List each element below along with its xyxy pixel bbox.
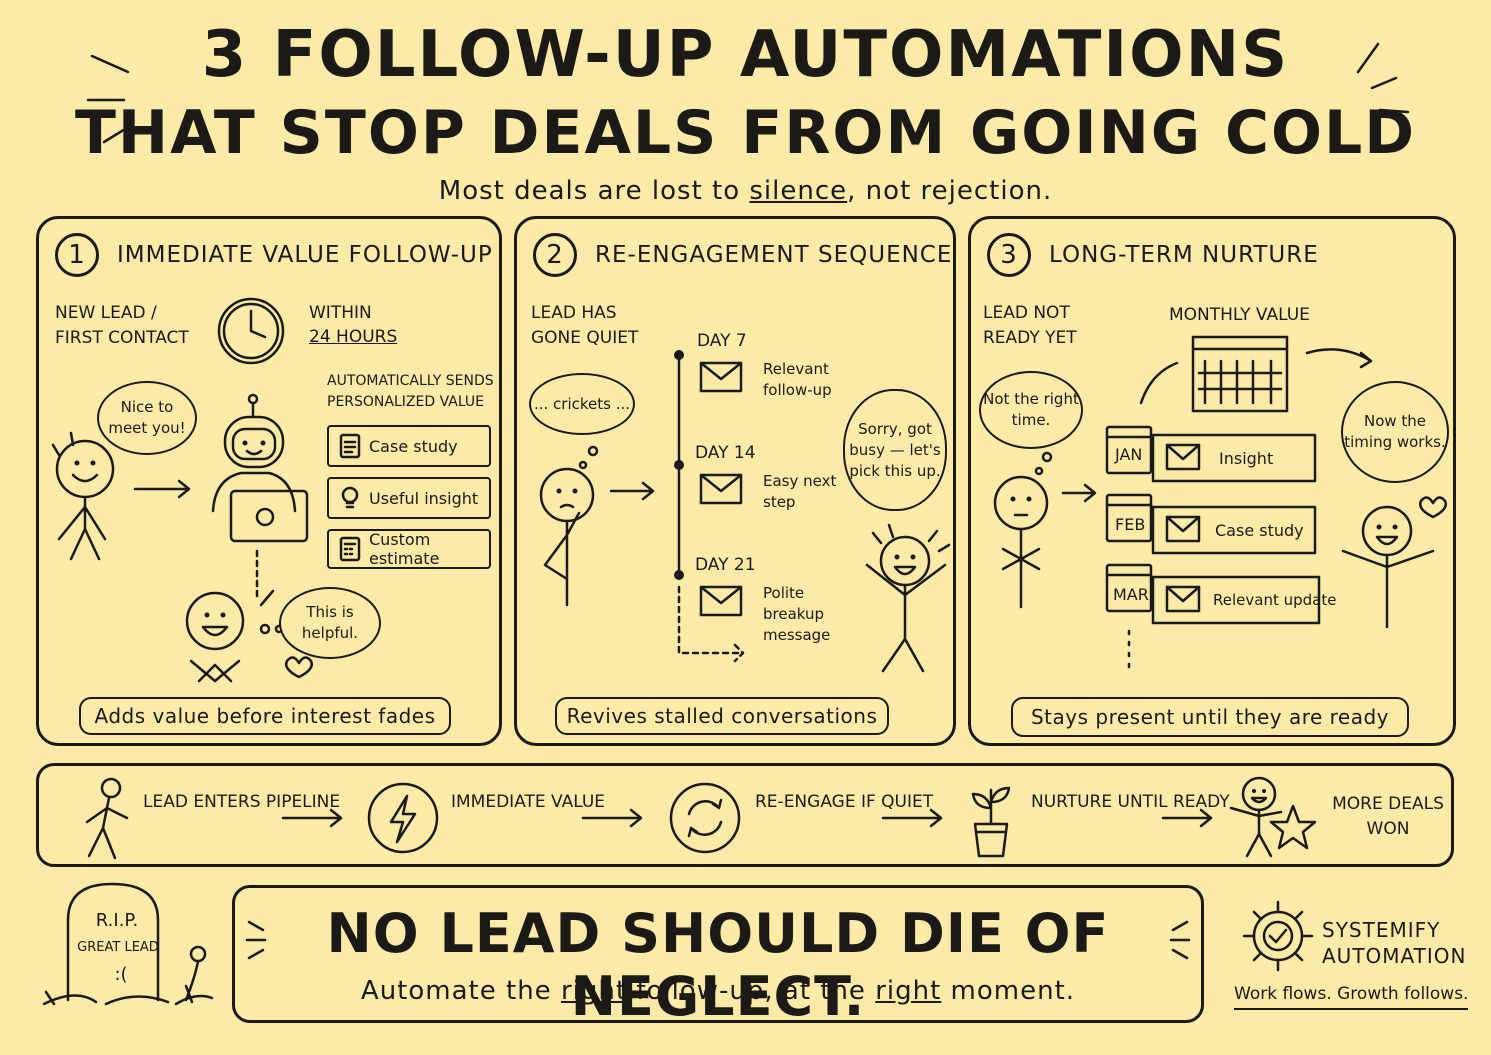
document-icon <box>339 433 361 459</box>
envelope-icon <box>699 473 743 505</box>
banner-headline: NO LEAD SHOULD DIE OF NEGLECT. <box>326 902 1110 1028</box>
thinking-person-icon <box>993 451 1097 609</box>
panel-title: 1 IMMEDIATE VALUE FOLLOW-UP <box>55 233 493 277</box>
panel-title: 3 LONG-TERM NURTURE <box>987 233 1319 277</box>
step-number: 2 <box>533 233 577 277</box>
thought-bubble: ... crickets ... <box>529 373 635 435</box>
day-21-text: Polite breakup message <box>763 584 831 644</box>
tombstone-line-3: :( <box>114 964 128 985</box>
walking-person-icon <box>85 777 129 860</box>
arrow-icon <box>881 808 943 828</box>
lightbulb-icon <box>341 486 359 509</box>
calculator-icon <box>339 536 361 562</box>
subtitle: Most deals are lost to silence, not reje… <box>438 176 1053 206</box>
lead-label: LEAD HAS GONE QUIET <box>531 303 639 348</box>
gear-check-icon <box>1242 900 1314 972</box>
flow-step-2: IMMEDIATE VALUE <box>451 792 606 812</box>
pipeline-flow: LEAD ENTERS PIPELINE IMMEDIATE VALUE RE-… <box>36 763 1454 867</box>
thought-bubble: Not the right time. <box>979 371 1083 449</box>
day-21-label: DAY 21 <box>695 555 756 575</box>
banner: NO LEAD SHOULD DIE OF NEGLECT. Automate … <box>232 885 1204 1028</box>
month-feb-text: Case study <box>1215 521 1304 540</box>
tombstone-icon <box>42 882 214 1006</box>
cheering-person-icon <box>865 523 951 673</box>
timeline <box>674 350 745 663</box>
brand-tagline: Work flows. Growth follows. <box>1234 984 1469 1010</box>
title-line-2: THAT STOP DEALS FROM GOING COLD <box>74 98 1417 168</box>
sends-label: AUTOMATICALLY SENDS PERSONALIZED VALUE <box>327 373 494 410</box>
flow-step-1: LEAD ENTERS PIPELINE <box>143 792 341 812</box>
arrow-icon <box>281 808 343 828</box>
emphasis-marks <box>1169 920 1191 960</box>
month-mar-text: Relevant update <box>1213 591 1337 609</box>
stick-person-icon <box>51 431 191 561</box>
envelope-icon <box>699 585 743 617</box>
arrow-icon <box>1161 808 1213 828</box>
month-jan-text: Insight <box>1219 449 1274 468</box>
refresh-icon <box>669 782 741 854</box>
lightning-icon <box>367 782 439 854</box>
monthly-schedule <box>1105 425 1321 675</box>
value-item-case-study: Case study <box>327 425 491 467</box>
panel-immediate-value: 1 IMMEDIATE VALUE FOLLOW-UP NEW LEAD / F… <box>36 216 502 746</box>
flow-step-5: MORE DEALS WON <box>1332 794 1444 839</box>
plant-icon <box>971 786 1011 858</box>
monthly-label: MONTHLY VALUE <box>1169 305 1310 325</box>
confused-person-icon <box>539 445 655 607</box>
brand-name-2: AUTOMATION <box>1322 944 1467 968</box>
panel-footer: Revives stalled conversations <box>555 697 889 735</box>
step-number: 1 <box>55 233 99 277</box>
lead-label: NEW LEAD / FIRST CONTACT <box>55 303 189 348</box>
star-person-icon <box>1229 776 1317 858</box>
tombstone-line-2: GREAT LEAD <box>77 940 159 955</box>
flow-step-3: RE-ENGAGE IF QUIET <box>755 792 934 812</box>
title-line-1: 3 FOLLOW-UP AUTOMATIONS <box>201 18 1290 92</box>
speech-bubble: Nice to meet you! <box>97 381 197 455</box>
reply-bubble: Now the timing works. <box>1341 381 1449 483</box>
thought-bubble: This is helpful. <box>279 587 381 659</box>
happy-person-icon <box>185 589 313 683</box>
value-item-estimate: Custom estimate <box>327 529 491 569</box>
clock-icon <box>217 297 285 365</box>
month-feb: FEB <box>1115 515 1146 534</box>
day-14-label: DAY 14 <box>695 443 756 463</box>
lead-label: LEAD NOT READY YET <box>983 303 1077 348</box>
reply-bubble: Sorry, got busy — let's pick this up. <box>843 389 947 511</box>
arrow-icon <box>581 808 643 828</box>
day-14-text: Easy next step <box>763 472 837 511</box>
robot-laptop-icon <box>211 393 309 601</box>
panel-re-engagement: 2 RE-ENGAGEMENT SEQUENCE LEAD HAS GONE Q… <box>514 216 956 746</box>
value-item-insight: Useful insight <box>327 477 491 519</box>
day-7-text: Relevant follow-up <box>763 360 832 399</box>
calendar-icon <box>1139 335 1373 413</box>
step-number: 3 <box>987 233 1031 277</box>
happy-person-icon <box>1341 496 1447 629</box>
day-7-label: DAY 7 <box>697 331 747 351</box>
panel-footer: Stays present until they are ready <box>1011 697 1409 737</box>
tombstone-line-1: R.I.P. <box>95 910 139 931</box>
banner-subline: Automate the right follow-up, at the rig… <box>360 976 1076 1006</box>
panel-title: 2 RE-ENGAGEMENT SEQUENCE <box>533 233 952 277</box>
month-jan: JAN <box>1115 445 1143 464</box>
brand-name-1: SYSTEMIFY <box>1322 918 1441 942</box>
within-label: WITHIN <box>309 303 372 323</box>
flow-step-4: NURTURE UNTIL READY <box>1031 792 1230 812</box>
month-mar: MAR <box>1113 585 1149 604</box>
emphasis-marks <box>86 42 1410 144</box>
panel-long-term-nurture: 3 LONG-TERM NURTURE LEAD NOT READY YET M… <box>968 216 1456 746</box>
hours-label: 24 HOURS <box>309 327 398 347</box>
envelope-icon <box>699 361 743 393</box>
emphasis-marks <box>245 920 267 960</box>
panel-footer: Adds value before interest fades <box>79 697 451 735</box>
